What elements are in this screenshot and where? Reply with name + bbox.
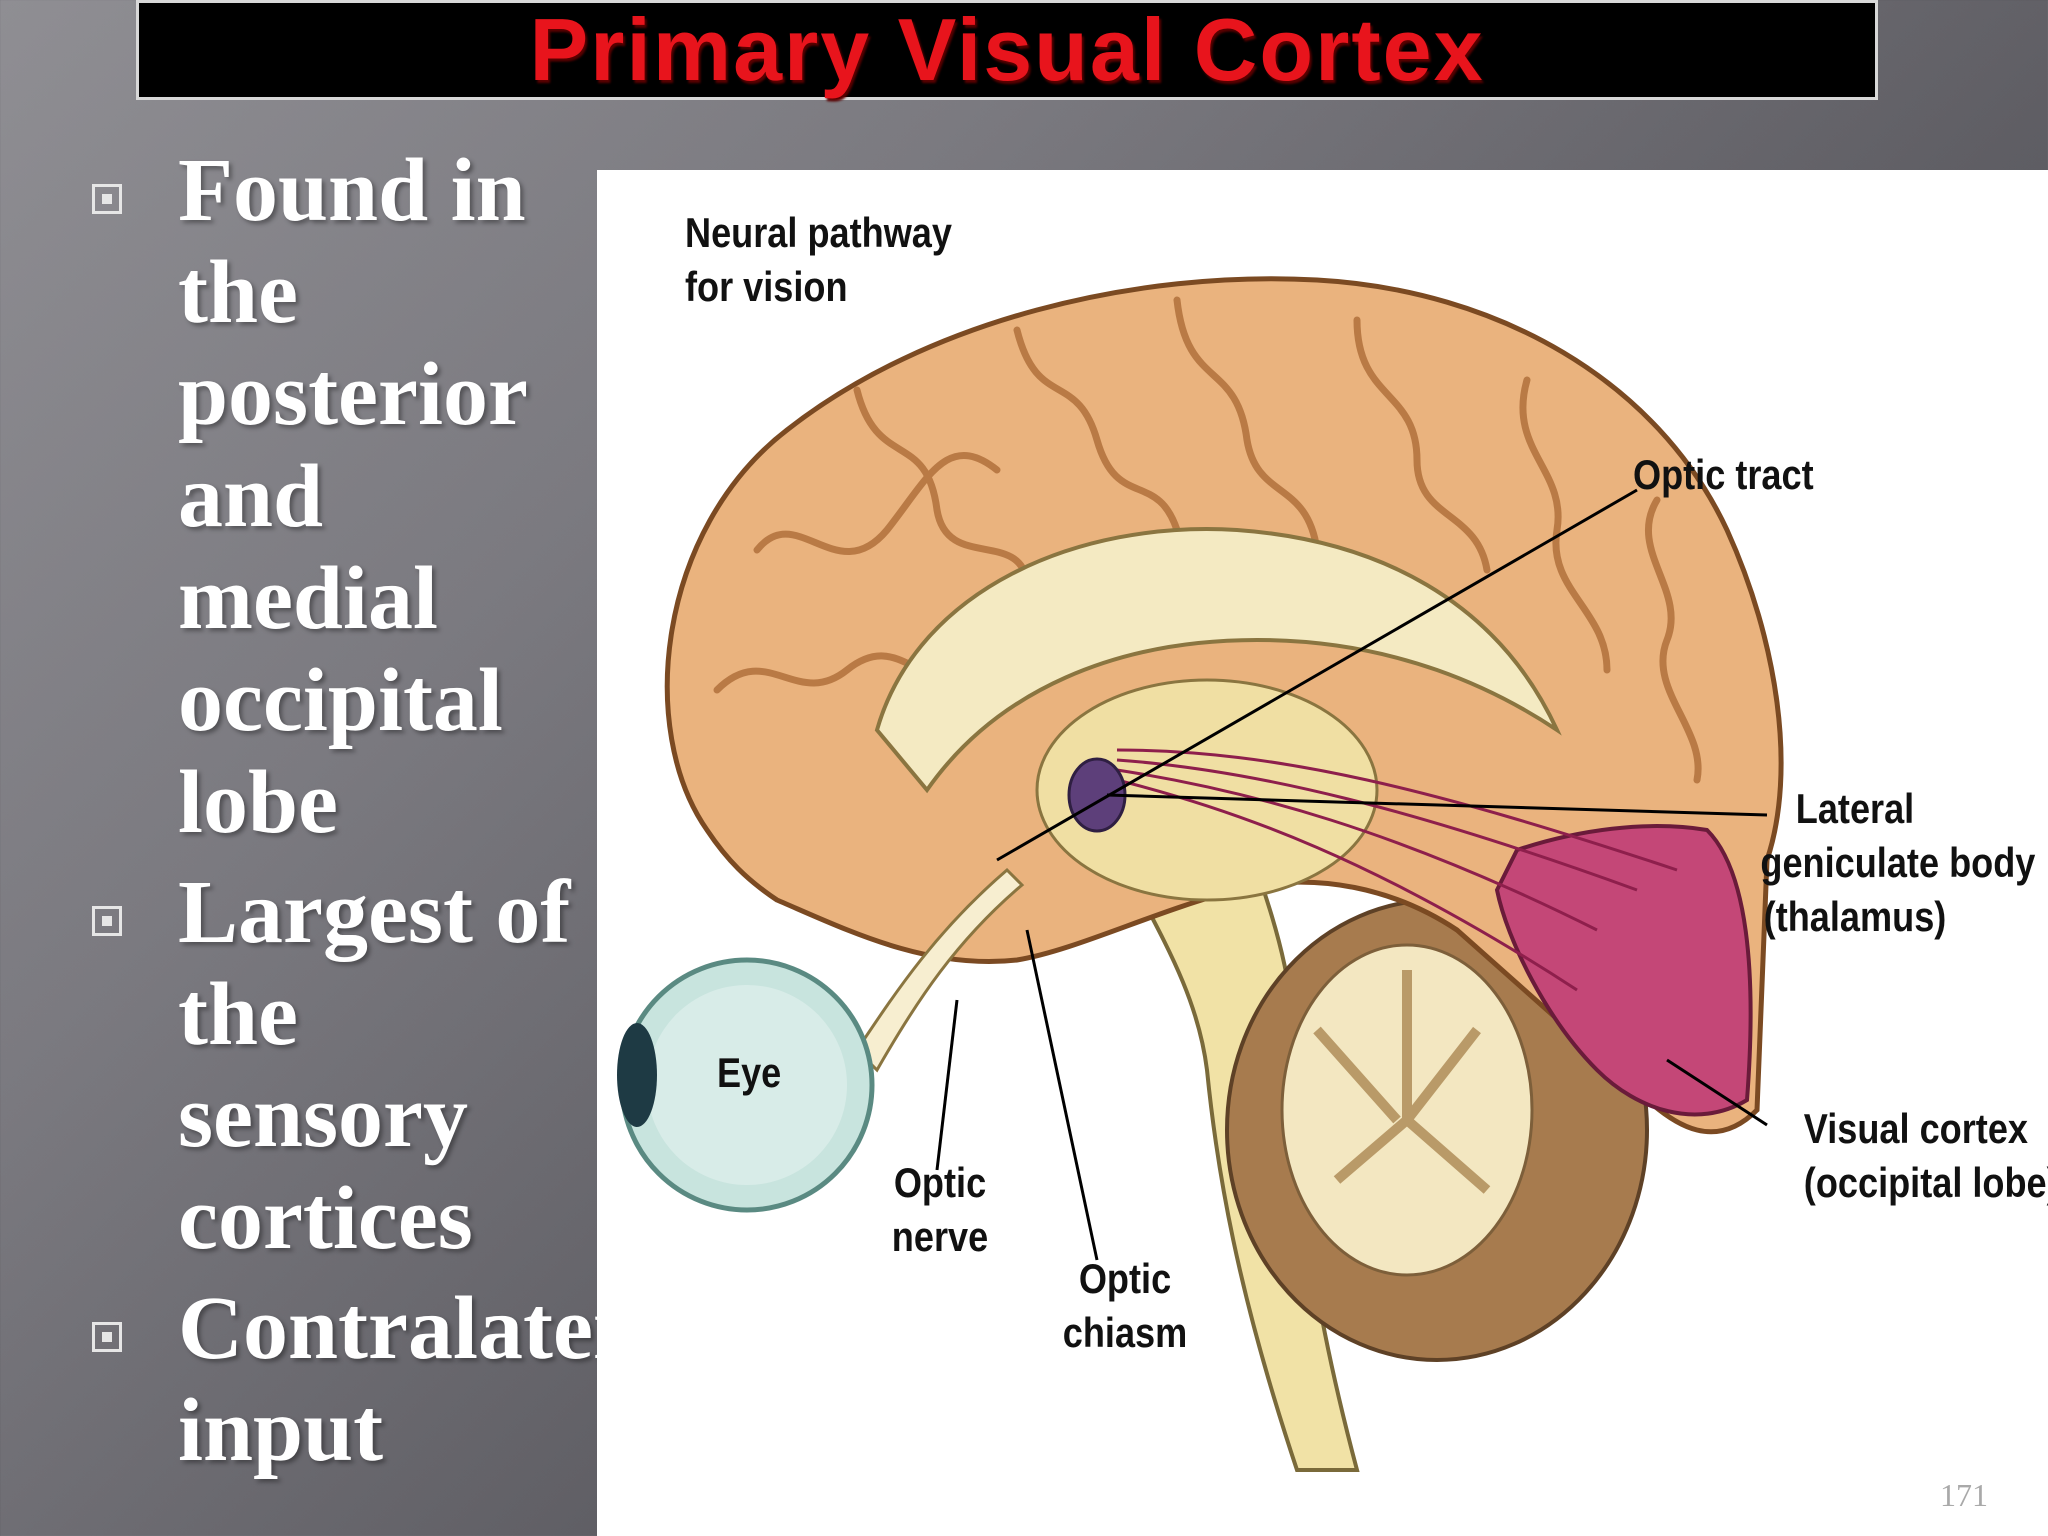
page-number: 171 [1940,1477,1988,1513]
optic-nerve-label: Optic nerve [891,1159,989,1260]
leader-lines [935,488,1768,1261]
slide-title: Primary Visual Cortex [529,0,1485,99]
title-bar: Primary Visual Cortex [136,0,1878,100]
visual-cortex-region [1494,824,1753,1117]
eye [617,957,875,1213]
bullet-list: Found in the posterior and medial occipi… [84,140,703,1490]
figure-caption: Neural pathway for vision [685,209,952,310]
bullet-item: Largest of the sensory cortices [84,862,584,1270]
square-bullet-icon [92,906,122,936]
optic-tract-label: Optic tract [1633,451,1814,498]
corpus-callosum [874,527,1562,794]
gyri [713,296,1702,784]
cerebellum [1225,898,1649,1362]
eye-label: Eye [717,1049,782,1096]
bullet-text: Largest of the sensory cortices [178,863,571,1268]
optic-chiasm-label: Optic chiasm [1062,1255,1188,1356]
thalamus-region [1035,678,1379,902]
visual-cortex-label: Visual cortex (occipital lobe) [1803,1105,2048,1206]
bullet-text: Found in the posterior and medial occipi… [178,141,527,852]
optic-nerve [855,867,1025,1073]
brain-figure: Neural pathway for vision Optic tract La… [597,170,2048,1536]
square-bullet-icon [92,184,122,214]
bullet-text: Contralateral input [178,1279,703,1480]
brain-illustration [617,276,1784,1472]
square-bullet-icon [92,1322,122,1352]
bullet-item: Contralateral input [84,1278,703,1482]
lateral-geniculate-label: Lateral geniculate body (thalamus) [1760,785,2036,940]
bullet-item: Found in the posterior and medial occipi… [84,140,584,854]
